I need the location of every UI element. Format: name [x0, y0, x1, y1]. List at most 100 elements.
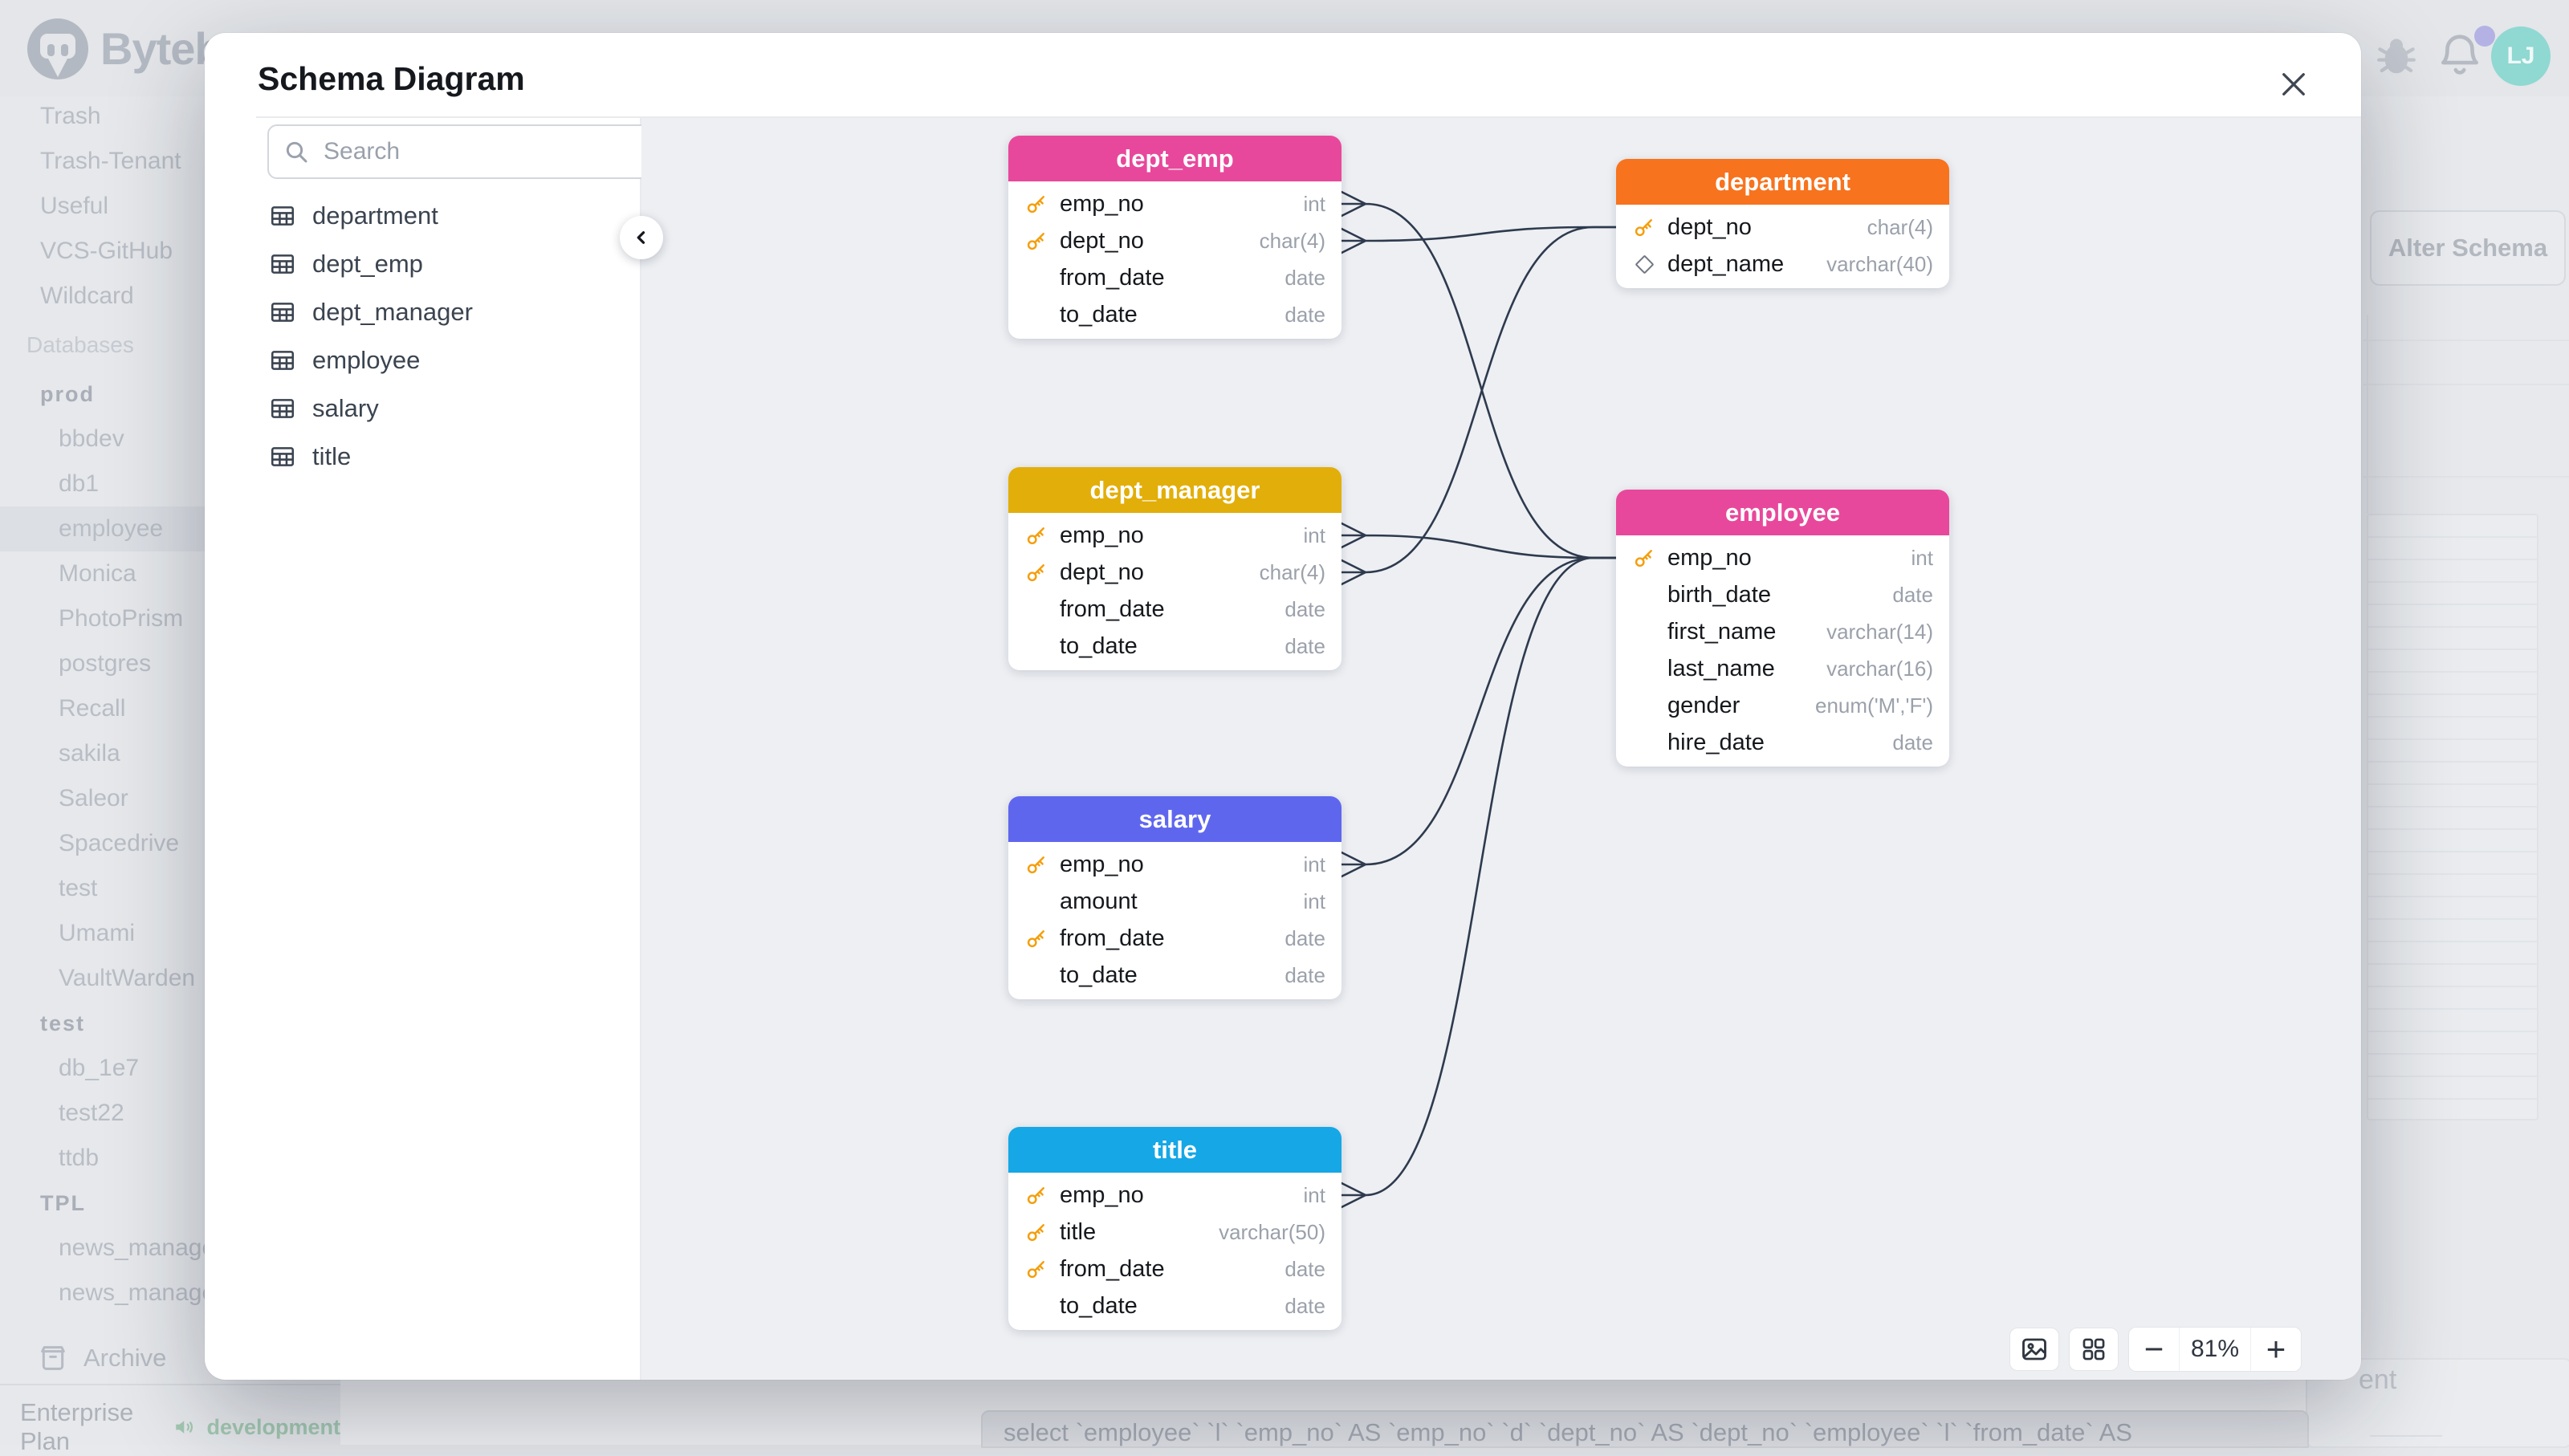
sidebar-item-project: Trash-Tenant	[40, 148, 181, 174]
table-icon	[271, 351, 295, 370]
avatar-initials: LJ	[2506, 43, 2535, 69]
collapse-panel-button[interactable]	[620, 216, 663, 259]
table-list-item[interactable]: department	[256, 192, 638, 240]
relation-dept_manager.dept_no-to-department.dept_no	[1340, 226, 1618, 586]
auto-layout-button[interactable]	[2069, 1328, 2119, 1371]
field-type: varchar(40)	[1826, 251, 1933, 276]
search-input[interactable]	[322, 137, 614, 166]
table-list-item[interactable]: dept_manager	[256, 288, 638, 336]
grid-layout-icon	[2082, 1338, 2105, 1360]
field-type: date	[1284, 925, 1325, 950]
diagram-toolbar: − 81% +	[2009, 1327, 2302, 1372]
plan-label: Enterprise Plan	[20, 1398, 134, 1455]
field-type: int	[1303, 852, 1325, 876]
key-icon	[1027, 1187, 1044, 1205]
field-type: enum('M','F')	[1815, 693, 1933, 718]
table-card-header: title	[1008, 1127, 1341, 1173]
field-icon-placeholder	[1632, 730, 1656, 754]
export-image-button[interactable]	[2009, 1328, 2059, 1371]
relation-dept_manager.emp_no-to-employee.emp_no	[1340, 522, 1618, 559]
key-icon	[1635, 219, 1652, 237]
background-partial-text: ent	[2359, 1364, 2397, 1395]
field-name: first_name	[1667, 618, 1777, 645]
field-icon-placeholder	[1024, 303, 1048, 327]
sidebar-item-database: Recall	[59, 695, 126, 722]
table-list-item[interactable]: title	[256, 433, 638, 481]
field-type: char(4)	[1259, 559, 1325, 584]
table-list-label: salary	[312, 394, 379, 422]
field-name: emp_no	[1667, 544, 1752, 571]
table-list-label: dept_emp	[312, 250, 423, 278]
sidebar-item-database: postgres	[59, 650, 152, 677]
table-icon	[271, 303, 295, 322]
field-icon-placeholder	[1024, 1294, 1048, 1318]
key-icon	[1027, 930, 1044, 948]
primary-key-icon	[1024, 926, 1048, 950]
table-list-item[interactable]: salary	[256, 384, 638, 433]
primary-key-icon	[1632, 215, 1656, 239]
field-type: date	[1284, 265, 1325, 290]
bell-icon	[2441, 35, 2478, 75]
key-icon	[1027, 564, 1044, 582]
sidebar-item-database: Monica	[59, 560, 136, 587]
relation-lines	[1340, 190, 1618, 1209]
primary-key-icon	[1024, 1183, 1048, 1207]
close-icon[interactable]	[2270, 60, 2318, 108]
table-list-item[interactable]: dept_emp	[256, 240, 638, 288]
sidebar-item-database: test22	[59, 1100, 124, 1126]
field-name: dept_no	[1060, 559, 1144, 585]
background-table-line	[2363, 340, 2569, 341]
table-icon	[271, 254, 295, 274]
table-list-item[interactable]: employee	[256, 336, 638, 384]
bug-icon	[2377, 39, 2416, 74]
notification-dot	[2474, 26, 2495, 47]
table-card-header: dept_manager	[1008, 467, 1341, 513]
field-name: title	[1060, 1218, 1097, 1245]
index-diamond-icon	[1632, 252, 1656, 276]
zoom-out-button[interactable]: −	[2129, 1328, 2179, 1371]
field-type: varchar(50)	[1219, 1219, 1325, 1244]
sidebar-item-project: Wildcard	[40, 283, 134, 309]
field-type: char(4)	[1867, 214, 1933, 239]
search-box	[267, 124, 662, 179]
sidebar-item-database: Saleor	[59, 785, 128, 811]
primary-key-icon	[1024, 192, 1048, 216]
primary-key-icon	[1024, 852, 1048, 876]
zoom-in-button[interactable]: +	[2251, 1328, 2301, 1371]
field-type: date	[1892, 582, 1933, 607]
key-icon	[1027, 233, 1044, 250]
key-icon	[1635, 550, 1652, 567]
key-icon	[1027, 1224, 1044, 1242]
primary-key-icon	[1024, 560, 1048, 584]
table-icon	[271, 399, 295, 418]
relation-dept_emp.dept_no-to-department.dept_no	[1340, 226, 1618, 254]
field-type: char(4)	[1259, 228, 1325, 253]
field-type: date	[1284, 1256, 1325, 1281]
sql-preview-box: select `employee` `l` `emp_no` AS `emp_n…	[981, 1410, 2309, 1448]
field-icon-placeholder	[1024, 634, 1048, 658]
field-type: int	[1303, 889, 1325, 913]
